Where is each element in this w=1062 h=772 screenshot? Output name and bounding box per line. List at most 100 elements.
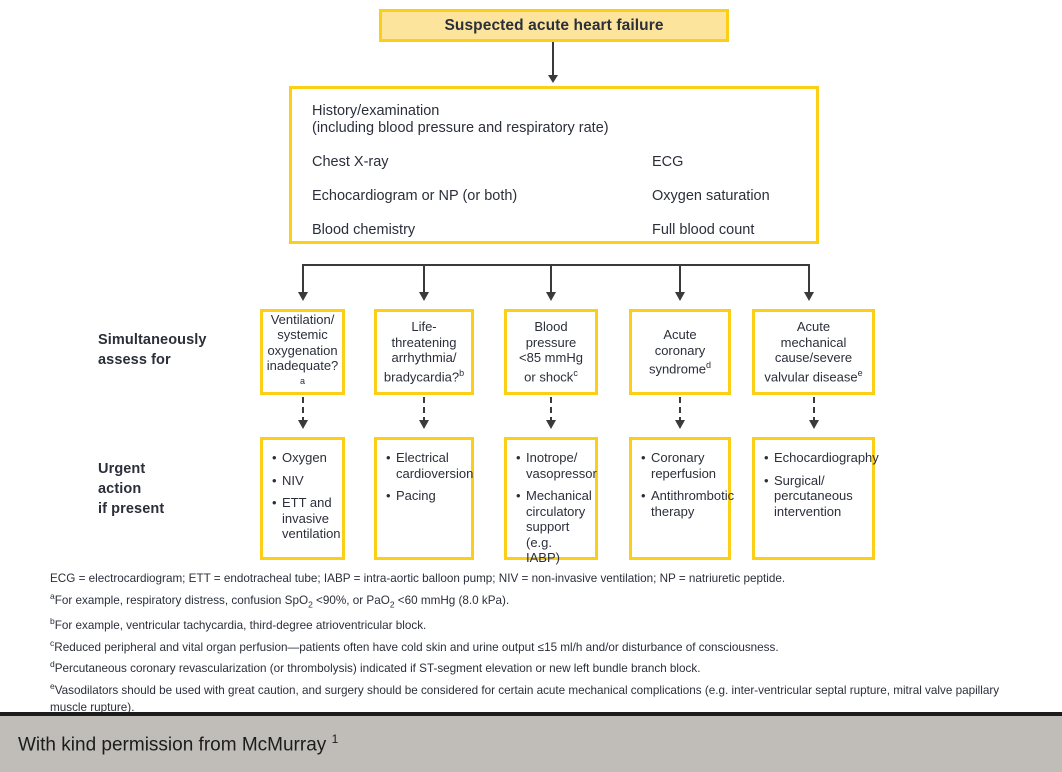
assess-line: Acute xyxy=(796,319,831,335)
assess-line: mechanical xyxy=(780,334,847,350)
footnote-marker-c: c xyxy=(573,367,578,378)
workup-left-item-3: Blood chemistry xyxy=(312,222,416,238)
assess-line: Blood pressure xyxy=(525,319,577,350)
footnote-b: bFor example, ventricular tachycardia, t… xyxy=(50,613,1025,635)
assess-box-acute-coronary-syndrome: Acute coronary syndromed xyxy=(629,309,731,395)
row-label-urgent-action: Urgent action if present xyxy=(98,459,258,519)
action-list-item: ETT and invasive ventilation xyxy=(272,495,341,542)
arrowhead-branch-1 xyxy=(298,292,308,301)
assess-box-blood-pressure-label: Blood pressure <85 mmHg or shockc xyxy=(507,319,595,384)
arrowhead-dashed-5 xyxy=(809,420,819,429)
connector-branch-stem-4 xyxy=(679,264,681,296)
action-list-item: Electrical cardioversion xyxy=(386,450,473,481)
action-list-item: NIV xyxy=(272,473,336,489)
action-list-item: Echocardiography xyxy=(764,450,879,466)
assess-line: Acute xyxy=(663,327,697,343)
assess-box-acute-coronary-syndrome-label: Acute coronary syndromed xyxy=(645,327,715,377)
action-list: Coronary reperfusion Antithrombotic ther… xyxy=(641,450,734,519)
title-box: Suspected acute heart failure xyxy=(379,9,729,42)
footnote-e: eVasodilators should be used with great … xyxy=(50,678,1025,716)
action-list: Oxygen NIV ETT and invasive ventilation xyxy=(272,450,341,542)
footnote-abbreviations: ECG = electrocardiogram; ETT = endotrach… xyxy=(50,572,786,585)
caption-reference: 1 xyxy=(331,731,339,746)
workup-left-item-1: Chest X-ray xyxy=(312,154,389,170)
action-list-item: Coronary reperfusion xyxy=(641,450,722,481)
footnote-c: cReduced peripheral and vital organ perf… xyxy=(50,635,1025,657)
connector-dashed-2 xyxy=(423,397,425,423)
action-list-item: Surgical/ percutaneous intervention xyxy=(764,473,866,520)
footnote-marker-b: b xyxy=(459,367,465,378)
action-box-ventilation: Oxygen NIV ETT and invasive ventilation xyxy=(260,437,345,560)
arrowhead-branch-4 xyxy=(675,292,685,301)
footnote-marker-e: e xyxy=(857,367,863,378)
assess-line: <85 mmHg xyxy=(519,350,583,366)
workup-item-row-3: Blood chemistry Full blood count xyxy=(312,205,796,239)
workup-heading-col: History/examination (including blood pre… xyxy=(312,101,652,137)
connector-title-to-workup xyxy=(552,42,554,78)
arrowhead-dashed-2 xyxy=(419,420,429,429)
row-label-assess: Simultaneously assess for xyxy=(98,330,258,370)
connector-branch-stem-3 xyxy=(550,264,552,296)
footnote-d-text: Percutaneous coronary revascularization … xyxy=(54,662,701,676)
footnote-d-marker: d xyxy=(50,659,55,670)
action-list-item: Mechanical circulatory support (e.g. IAB… xyxy=(516,488,592,566)
caption-label: With kind permission from McMurray xyxy=(18,734,327,756)
assess-line: syndrome xyxy=(648,361,707,377)
arrowhead-branch-3 xyxy=(546,292,556,301)
arrowhead-dashed-4 xyxy=(675,420,685,429)
arrowhead-title-to-workup xyxy=(548,75,558,83)
footnotes-block: ECG = electrocardiogram; ETT = endotrach… xyxy=(50,571,1025,716)
action-list: Echocardiography Surgical/ percutaneous … xyxy=(764,450,879,520)
action-list-item: Oxygen xyxy=(272,450,336,466)
footnote-marker-a: a xyxy=(300,375,306,386)
assess-box-ventilation-label: Ventilation/ systemic oxygenation inadeq… xyxy=(263,312,343,393)
arrowhead-dashed-1 xyxy=(298,420,308,429)
workup-heading-row: History/examination (including blood pre… xyxy=(312,101,796,137)
assess-line: valvular disease xyxy=(764,369,858,385)
connector-branch-stem-2 xyxy=(423,264,425,296)
flowchart-canvas: Suspected acute heart failure History/ex… xyxy=(0,0,1062,712)
footnote-a: aFor example, respiratory distress, conf… xyxy=(50,588,1025,613)
footnote-marker-d: d xyxy=(706,360,712,371)
assess-line: cause/severe xyxy=(774,350,853,366)
action-box-mechanical-cause: Echocardiography Surgical/ percutaneous … xyxy=(752,437,879,560)
connector-dashed-1 xyxy=(302,397,304,423)
assess-box-arrhythmia-label: Life-threatening arrhythmia/ bradycardia… xyxy=(377,319,471,384)
workup-right-item-3: Full blood count xyxy=(652,222,755,238)
action-list: Electrical cardioversion Pacing xyxy=(386,450,473,504)
assess-line: systemic xyxy=(277,327,328,343)
workup-left-item-2: Echocardiogram or NP (or both) xyxy=(312,188,518,204)
assess-box-ventilation: Ventilation/ systemic oxygenation inadeq… xyxy=(260,309,345,395)
action-list: Inotrope/ vasopressor Mechanical circula… xyxy=(516,450,597,566)
caption-bar: With kind permission from McMurray 1 xyxy=(0,712,1062,772)
workup-item-row-2: Echocardiogram or NP (or both) Oxygen sa… xyxy=(312,171,796,205)
arrowhead-branch-5 xyxy=(804,292,814,301)
connector-branch-stem-5 xyxy=(808,264,810,296)
row-label-assess-line2: assess for xyxy=(98,352,171,368)
arrowhead-dashed-3 xyxy=(546,420,556,429)
connector-dashed-4 xyxy=(679,397,681,423)
assess-line: Life-threatening xyxy=(391,319,457,350)
workup-item-row-1: Chest X-ray ECG xyxy=(312,137,796,171)
assess-box-blood-pressure: Blood pressure <85 mmHg or shockc xyxy=(504,309,598,395)
footnote-d: dPercutaneous coronary revascularization… xyxy=(50,656,1025,678)
workup-subheading: (including blood pressure and respirator… xyxy=(312,120,609,136)
assess-line: or shock xyxy=(524,369,574,385)
assess-line: oxygenation xyxy=(267,342,338,358)
action-list-item: Antithrombotic therapy xyxy=(641,488,734,519)
action-box-acute-coronary-syndrome: Coronary reperfusion Antithrombotic ther… xyxy=(629,437,734,560)
footnote-e-marker: e xyxy=(50,680,55,691)
assess-line: inadequate? xyxy=(266,358,339,374)
action-list-item: Inotrope/ vasopressor xyxy=(516,450,597,481)
row-label-urgent-line2: action xyxy=(98,481,142,497)
workup-right-item-1: ECG xyxy=(652,154,684,170)
assess-line: Ventilation/ xyxy=(270,311,335,327)
assess-line: arrhythmia/ xyxy=(391,350,457,366)
row-label-urgent-line3: if present xyxy=(98,501,165,517)
connector-branch-stem-1 xyxy=(302,264,304,296)
action-list-item: Pacing xyxy=(386,488,465,504)
footnote-a-marker: a xyxy=(50,590,55,601)
caption-text: With kind permission from McMurray 1 xyxy=(0,732,338,756)
footnote-e-text: Vasodilators should be used with great c… xyxy=(50,683,1000,714)
title-label: Suspected acute heart failure xyxy=(444,16,664,34)
